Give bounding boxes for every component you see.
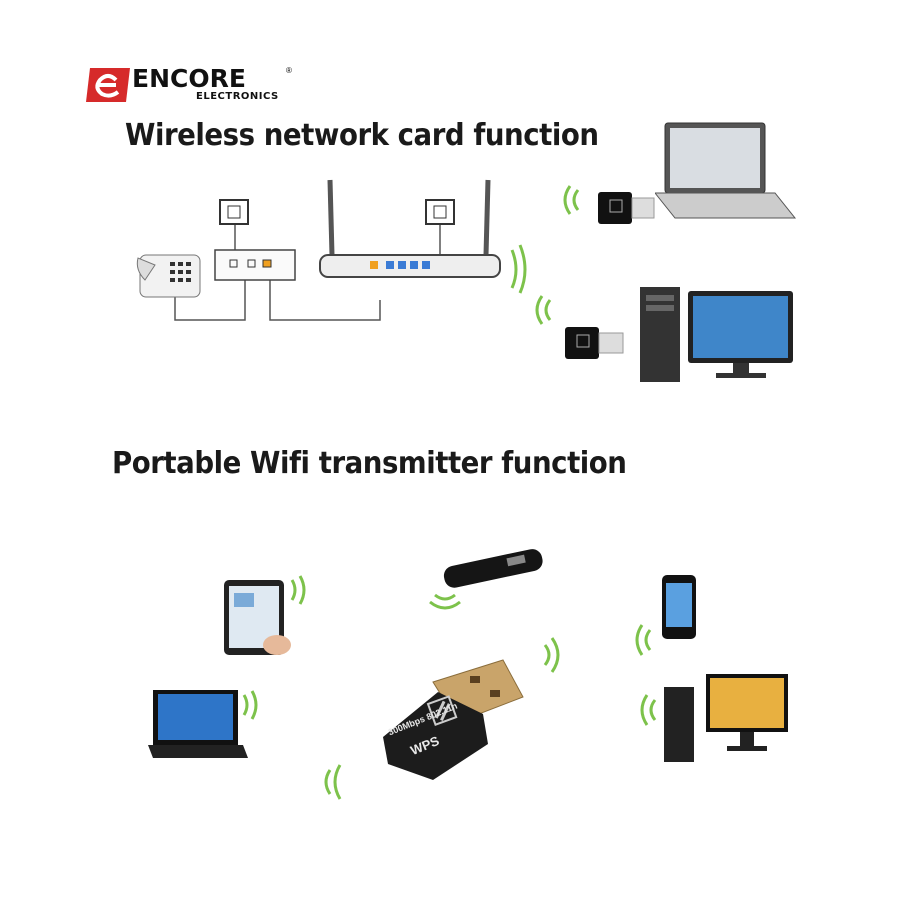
wired-network-diagram — [136, 179, 501, 321]
desktop-computer-icon — [640, 287, 793, 382]
wifi-wave-icon — [290, 579, 297, 601]
usb-adapter-icon — [565, 327, 624, 359]
wifi-wave-icon — [434, 593, 456, 601]
wifi-waves-bottom — [242, 575, 657, 800]
tablet-icon — [224, 580, 291, 655]
logo-sub: ELECTRONICS — [196, 91, 279, 102]
wifi-wave-icon — [544, 299, 552, 321]
wifi-wave-icon — [324, 769, 332, 795]
telephone-icon — [136, 254, 201, 298]
encore-logo: ENCORE ® ELECTRONICS — [86, 64, 306, 106]
wifi-wave-icon — [649, 699, 657, 721]
power-outlet-icon — [425, 199, 455, 225]
wifi-wave-icon — [543, 644, 551, 666]
desktop-computer-icon — [664, 674, 788, 762]
wifi-wave-icon — [572, 189, 580, 211]
wifi-wave-icon — [644, 629, 652, 651]
smartphone-icon — [662, 575, 696, 639]
usb-adapter-image — [383, 659, 524, 780]
power-outlet-icon — [219, 199, 249, 225]
wps-usb-adapter: 300Mbps 802.11n WPS — [378, 652, 528, 782]
usb-modem-stick-icon — [443, 549, 543, 588]
laptop-icon — [655, 122, 797, 219]
usb-adapter-icon — [598, 192, 655, 224]
logo-reg: ® — [286, 66, 292, 75]
wifi-waves-group — [510, 185, 580, 325]
modem-icon — [214, 249, 296, 281]
router-icon — [319, 179, 501, 278]
laptop-icon — [148, 690, 248, 758]
wifi-wave-icon — [510, 249, 518, 289]
logo-name: ENCORE — [132, 64, 246, 93]
section-title-wireless-card: Wireless network card function — [125, 118, 599, 153]
section-title-portable-wifi: Portable Wifi transmitter function — [112, 446, 627, 481]
wifi-wave-icon — [242, 694, 249, 716]
logo-mark-icon — [86, 68, 130, 102]
